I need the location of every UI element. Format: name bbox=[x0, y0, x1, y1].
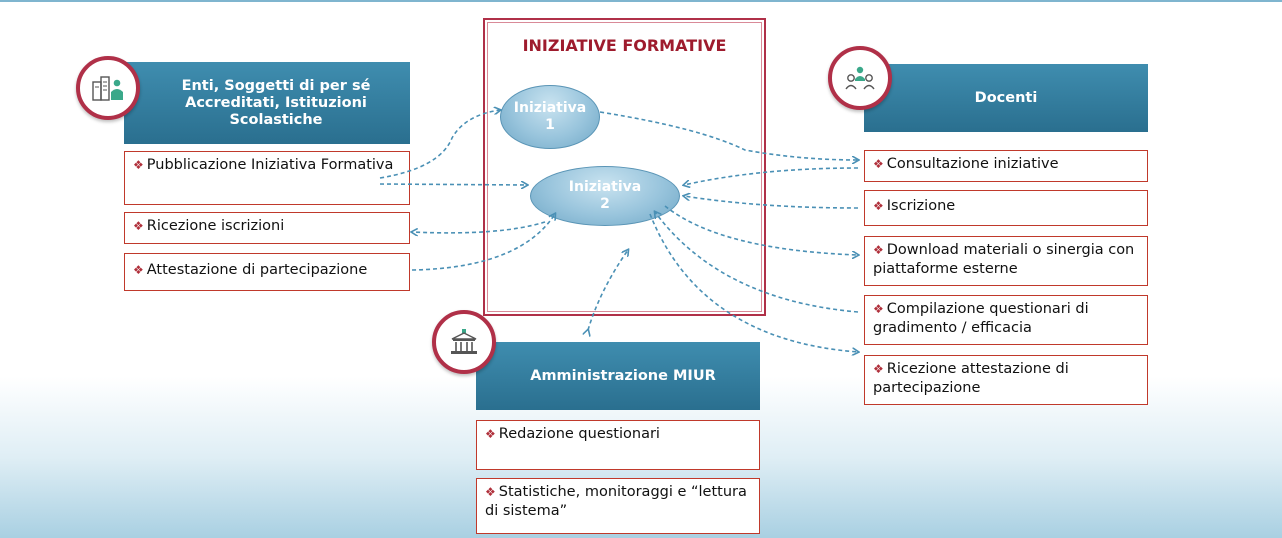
iniziativa-2-label: Iniziativa bbox=[568, 179, 642, 195]
docenti-item-3: ❖Download materiali o sinergia con piatt… bbox=[864, 236, 1148, 286]
arrow-attestazione-to-iniziativa2 bbox=[411, 214, 555, 271]
diamond-bullet-icon: ❖ bbox=[133, 219, 144, 233]
enti-header: Enti, Soggetti di per sé Accreditati, Is… bbox=[124, 62, 410, 144]
arrow-pubblicazione-to-iniziativa1 bbox=[379, 110, 500, 179]
people-group-icon bbox=[845, 66, 875, 90]
enti-item-1: ❖Pubblicazione Iniziativa Formativa bbox=[124, 151, 410, 205]
miur-item-2: ❖Statistiche, monitoraggi e “lettura di … bbox=[476, 478, 760, 534]
iniziativa-2-number: 2 bbox=[600, 196, 610, 212]
docenti-item-2: ❖Iscrizione bbox=[864, 190, 1148, 226]
enti-item-3: ❖Attestazione di partecipazione bbox=[124, 253, 410, 291]
arrow-iniziativa2-to-download bbox=[664, 205, 858, 255]
miur-item-1-text: Redazione questionari bbox=[498, 426, 660, 442]
arrow-compilazione-to-iniziativa2 bbox=[655, 212, 859, 313]
diamond-bullet-icon: ❖ bbox=[873, 243, 884, 257]
arrow-iniziativa1-to-consultazione bbox=[599, 111, 858, 160]
arrow-consultazione-to-iniziativa2 bbox=[684, 167, 859, 185]
diamond-bullet-icon: ❖ bbox=[133, 263, 144, 277]
diamond-bullet-icon: ❖ bbox=[485, 485, 496, 499]
enti-icon-badge bbox=[76, 56, 140, 120]
diamond-bullet-icon: ❖ bbox=[133, 158, 144, 172]
docenti-item-4-text: Compilazione questionari di gradimento /… bbox=[873, 301, 1089, 336]
docenti-header: Docenti bbox=[864, 64, 1148, 132]
government-building-icon bbox=[451, 329, 477, 354]
docenti-item-2-text: Iscrizione bbox=[886, 198, 956, 214]
buildings-person-icon bbox=[92, 76, 123, 101]
enti-item-2-text: Ricezione iscrizioni bbox=[146, 218, 285, 234]
enti-item-2: ❖Ricezione iscrizioni bbox=[124, 212, 410, 244]
diamond-bullet-icon: ❖ bbox=[873, 157, 884, 171]
diamond-bullet-icon: ❖ bbox=[873, 199, 884, 213]
enti-item-3-text: Attestazione di partecipazione bbox=[146, 262, 368, 278]
iniziativa-1-label: Iniziativa bbox=[513, 100, 587, 116]
docenti-item-5-text: Ricezione attestazione di partecipazione bbox=[873, 361, 1069, 396]
docenti-item-4: ❖Compilazione questionari di gradimento … bbox=[864, 295, 1148, 345]
enti-item-1-text: Pubblicazione Iniziativa Formativa bbox=[146, 157, 394, 173]
docenti-item-3-text: Download materiali o sinergia con piatta… bbox=[873, 242, 1135, 277]
iniziativa-1-number: 1 bbox=[545, 117, 555, 133]
docenti-item-1: ❖Consultazione iniziative bbox=[864, 150, 1148, 182]
docenti-item-5: ❖Ricezione attestazione di partecipazion… bbox=[864, 355, 1148, 405]
arrow-iniziativa2-to-ricezione-attestazione bbox=[649, 213, 858, 352]
miur-icon-badge bbox=[432, 310, 496, 374]
miur-item-1: ❖Redazione questionari bbox=[476, 420, 760, 470]
miur-item-2-text: Statistiche, monitoraggi e “lettura di s… bbox=[485, 484, 747, 519]
frame-title: INIZIATIVE FORMATIVE bbox=[522, 36, 727, 55]
top-rule bbox=[0, 0, 1282, 2]
diamond-bullet-icon: ❖ bbox=[873, 362, 884, 376]
arrow-iscrizione-to-iniziativa2 bbox=[684, 196, 859, 209]
diamond-bullet-icon: ❖ bbox=[873, 302, 884, 316]
miur-header: Amministrazione MIUR bbox=[476, 342, 760, 410]
arrow-iniziativa2-to-ricezione bbox=[412, 221, 546, 233]
arrow-pubblicazione-to-iniziativa2 bbox=[379, 184, 527, 185]
docenti-item-1-text: Consultazione iniziative bbox=[886, 156, 1059, 172]
iniziativa-1-node[interactable]: Iniziativa 1 bbox=[500, 85, 600, 149]
docenti-icon-badge bbox=[828, 46, 892, 110]
arrow-miur-iniziativa2 bbox=[588, 250, 628, 330]
diamond-bullet-icon: ❖ bbox=[485, 427, 496, 441]
